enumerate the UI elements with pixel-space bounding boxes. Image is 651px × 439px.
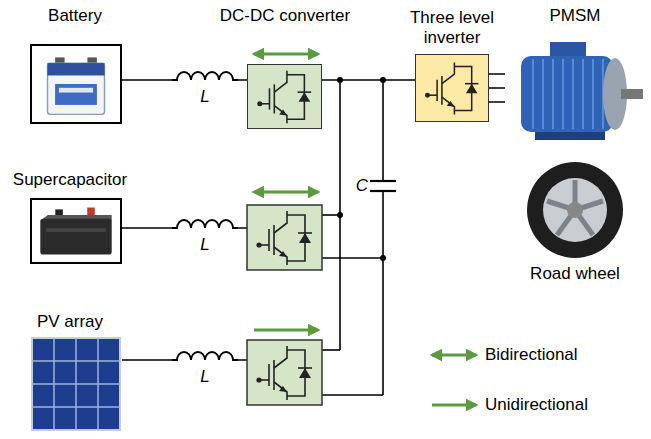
wire-connector [322, 79, 415, 81]
component-frame [30, 44, 122, 124]
component-picture [30, 336, 122, 432]
component-frame [30, 198, 122, 264]
component-label: Battery [15, 6, 135, 26]
legend-samples [432, 355, 476, 405]
wheel-figure: Road wheel [505, 160, 645, 284]
inverter-box: Three level inverter [398, 8, 506, 122]
component-picture [248, 65, 321, 128]
component-picture [520, 160, 630, 260]
component-picture [416, 55, 488, 121]
converter-box: DC-DC converter [215, 6, 355, 129]
junction-dots [337, 77, 386, 261]
wire-connector [489, 74, 505, 102]
inductor-symbols [172, 72, 238, 364]
component-symbol-label: L [200, 367, 209, 387]
supercapacitor-box: Supercapacitor [5, 170, 135, 264]
component-frame [247, 64, 322, 129]
component-label: PMSM [505, 6, 645, 26]
legend-entry: Bidirectional [485, 345, 578, 365]
legend-entry: Unidirectional [485, 395, 588, 415]
component-frame [415, 54, 489, 122]
component-label: DC-DC converter [215, 6, 355, 26]
component-picture [32, 46, 120, 122]
pv-array: PV array [15, 312, 125, 432]
component-label: PV array [15, 312, 125, 332]
component-frame [505, 28, 645, 158]
battery-box: Battery [15, 6, 135, 124]
component-picture [32, 200, 120, 262]
motor-figure: PMSM [505, 6, 645, 158]
component-symbol-label: L [200, 235, 209, 255]
component-frame [520, 160, 630, 260]
capacitor-symbol [370, 181, 396, 191]
component-frame [30, 336, 122, 432]
component-label: Road wheel [505, 264, 645, 284]
converter-box [247, 205, 322, 405]
component-label: Three level inverter [398, 8, 506, 48]
component-picture [505, 28, 645, 158]
component-symbol-label: L [200, 87, 209, 107]
component-label: Supercapacitor [5, 170, 135, 190]
component-symbol-label: C [356, 176, 368, 196]
